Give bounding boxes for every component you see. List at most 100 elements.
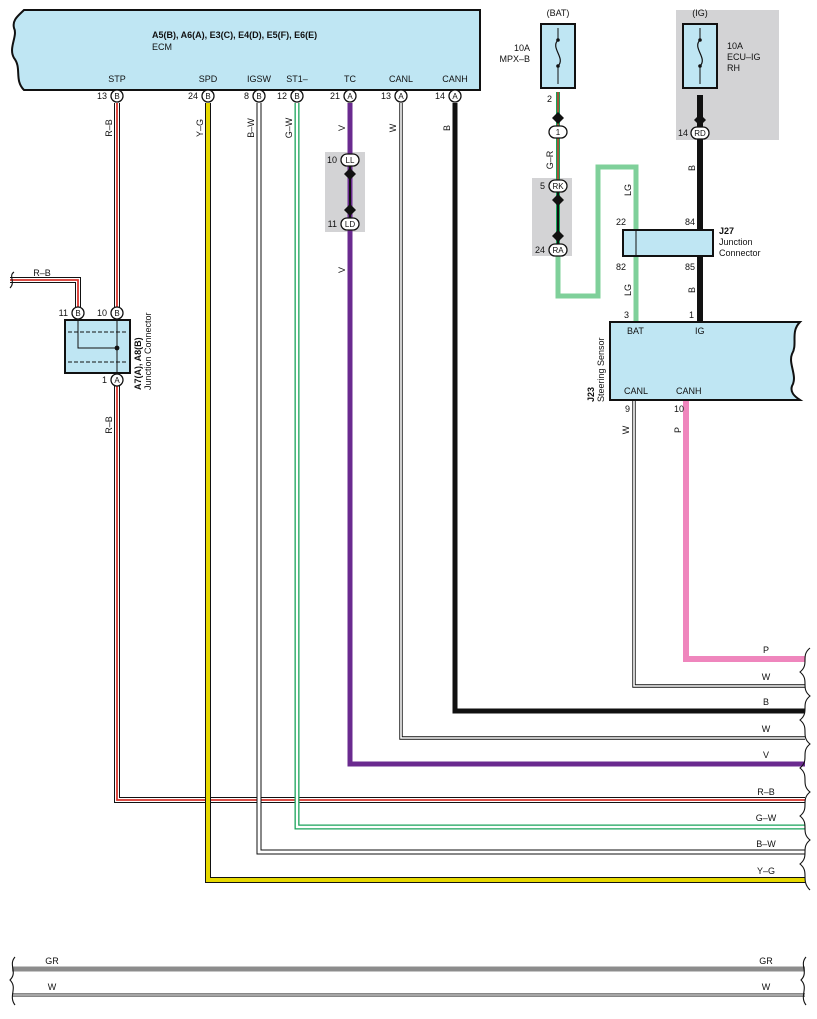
fuse-ig: (IG) 10A ECU–IG RH RD 14: [678, 8, 761, 140]
sensor-canh-pin: 10: [674, 404, 684, 414]
wire-label-tc-low: V: [337, 267, 347, 273]
bus-label: B–W: [756, 839, 776, 849]
bus-label: W: [762, 724, 771, 734]
ecm-pin-num-canh: 14: [435, 91, 445, 101]
bus-label: Y–G: [757, 866, 775, 876]
ecm-pin-circle: [394, 89, 408, 103]
wire-sensor-canh-p: [683, 400, 805, 662]
ecm-pin-label-tc: TC: [344, 74, 356, 84]
wire-label-canl: W: [388, 123, 398, 132]
connector-ra-label: RA: [552, 246, 564, 255]
fuse-ig-supply: (IG): [692, 8, 708, 18]
ecm-pin-circle: [290, 89, 304, 103]
fuse-ig-name-2: RH: [727, 63, 740, 73]
wire-label-igsw: B–W: [246, 118, 256, 138]
bottom-bus: GR GR W W: [9, 956, 807, 1006]
ecm-pin-label-stp: STP: [108, 74, 126, 84]
sensor-canl-label: CANL: [624, 386, 648, 396]
ecm-pin-circle: [201, 89, 215, 103]
junction-a7-out-num: 1: [102, 375, 107, 385]
ecm-pin-conn-spd: B: [205, 92, 210, 101]
connector-arrow-icon: [552, 230, 564, 242]
connector-arrow-icon: [344, 204, 356, 216]
ecm-pins: STP SPD IGSW ST1– TC CANL CANH B B B B A…: [97, 74, 468, 103]
wire-label-lg-upper: LG: [623, 184, 633, 196]
wire-st1-gw: [294, 103, 805, 830]
j27-pin-bottom-left: 82: [616, 262, 626, 272]
wire-label-lg-lower: LG: [623, 284, 633, 296]
wire-canl-w: [399, 103, 805, 740]
ecm-pin-num-st1: 12: [277, 91, 287, 101]
connector-ld-label: LD: [345, 220, 355, 229]
connector-1: 1: [548, 112, 568, 139]
ecm-pin-label-spd: SPD: [199, 74, 218, 84]
wire-sensor-canl-w: [632, 400, 805, 688]
ecm-pin-num-stp: 13: [97, 91, 107, 101]
bus-label: R–B: [757, 787, 775, 797]
fuse-icon: [555, 39, 561, 67]
ecm-pin-num-spd: 24: [188, 91, 198, 101]
bottom-gr-right: GR: [759, 956, 773, 966]
connector-ll-ld: LL LD 10 11: [327, 153, 360, 231]
j27-pin-top-left: 22: [616, 217, 626, 227]
wire-label-junction-in: R–B: [33, 268, 51, 278]
bus-label: P: [763, 645, 769, 655]
ecm-wire-labels: R–B Y–G B–W G–W V W B V R–B: [104, 117, 452, 434]
connector-arrow-icon: [552, 194, 564, 206]
wire-igsw-bw: [256, 103, 805, 855]
connector-rk-num: 5: [540, 181, 545, 191]
ecm-pin-label-canh: CANH: [442, 74, 468, 84]
bottom-w-left: W: [48, 982, 57, 992]
wire-label-sensor-canh: P: [673, 427, 683, 433]
ecm-pin-num-tc: 21: [330, 91, 340, 101]
ecm-pin-conn-st1: B: [294, 92, 299, 101]
wire-label-sensor-canl: W: [621, 425, 631, 434]
wire-label-st1: G–W: [284, 117, 294, 138]
ecm-pin-conn-stp: B: [114, 92, 119, 101]
wire-junction-input-rb: [10, 277, 81, 307]
ecm-pin-conn-canh: A: [452, 92, 458, 101]
connector-ll-num: 10: [327, 155, 337, 165]
ecm-pin-num-igsw: 8: [244, 91, 249, 101]
ecm-pin-label-canl: CANL: [389, 74, 413, 84]
sensor-bat-pin: 3: [624, 310, 629, 320]
left-break-mark: [9, 271, 15, 289]
junction-a7-id: A7(A), A8(B): [133, 337, 143, 390]
sensor-canl-pin: 9: [625, 404, 630, 414]
wire-label-ig-upper: B: [687, 165, 697, 171]
wire-label-bat-feed: G–R: [545, 150, 555, 169]
connector-ld-num: 11: [328, 219, 337, 229]
fuse-icon: [697, 39, 703, 67]
ecm-pin-circle: [110, 89, 124, 103]
connector-rd-num: 14: [678, 128, 688, 138]
wire-label-ig-lower: B: [687, 287, 697, 293]
ecm-name: ECM: [152, 42, 172, 52]
fuse-bat-name: MPX–B: [499, 54, 530, 64]
wire-label-spd: Y–G: [195, 119, 205, 137]
ecm-pin-conn-canl: A: [398, 92, 404, 101]
j27-pin-top-right: 84: [685, 217, 695, 227]
junction-a7-out-conn: A: [114, 376, 120, 385]
connector-ll-label: LL: [346, 156, 355, 165]
connector-rk-ra: RK RA 5 24: [535, 179, 568, 257]
ecm-pin-label-igsw: IGSW: [247, 74, 272, 84]
ecm-title: A5(B), A6(A), E3(C), E4(D), E5(F), E6(E): [152, 30, 317, 40]
ecm-pin-conn-tc: A: [347, 92, 353, 101]
bottom-w-right: W: [762, 982, 771, 992]
ecm-pin-num-canl: 13: [381, 91, 391, 101]
fuse-bat-pin: 2: [547, 94, 552, 104]
wire-spd-yg: [205, 103, 805, 883]
fuse-bat-supply: (BAT): [547, 8, 570, 18]
wire-lg: [555, 164, 639, 322]
junction-connector-a7-a8: B B A 11 10 1 A7(A), A8(B) Junction Conn…: [33, 268, 153, 390]
connector-rk-label: RK: [552, 182, 564, 191]
bus-label: W: [762, 672, 771, 682]
connector-arrow-icon: [552, 112, 564, 124]
j27-id: J27: [719, 226, 734, 236]
junction-a7-pin1-conn: B: [75, 309, 80, 318]
wire-label-canh: B: [442, 125, 452, 131]
j27-pin-bottom-right: 85: [685, 262, 695, 272]
junction-a7-pin2-num: 10: [97, 308, 107, 318]
ecm-pin-circle: [343, 89, 357, 103]
